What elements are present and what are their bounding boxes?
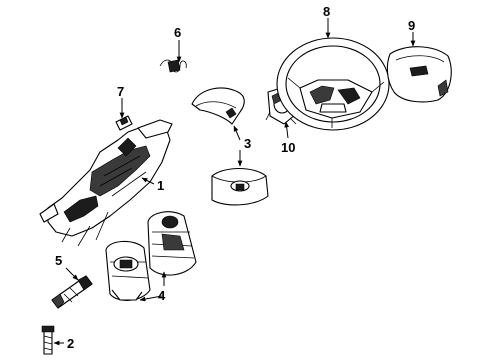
lower-column-shroud bbox=[211, 167, 269, 206]
callout-4: 4 bbox=[158, 288, 166, 303]
bolt bbox=[41, 325, 55, 355]
steering-column-assembly bbox=[39, 119, 173, 247]
callout-2: 2 bbox=[67, 336, 74, 351]
callout-7: 7 bbox=[117, 84, 124, 99]
upper-column-shroud bbox=[191, 87, 245, 125]
airbag-module bbox=[386, 46, 452, 103]
callout-6: 6 bbox=[174, 25, 181, 40]
callout-8: 8 bbox=[323, 4, 330, 19]
callout-5: 5 bbox=[55, 253, 62, 268]
leader-lines bbox=[53, 18, 416, 346]
callout-3: 3 bbox=[244, 136, 251, 151]
column-boot-lower bbox=[105, 240, 151, 301]
callout-10: 10 bbox=[281, 140, 295, 155]
steering-wheel bbox=[276, 37, 390, 131]
column-boot-upper bbox=[147, 211, 197, 276]
callout-9: 9 bbox=[408, 18, 415, 33]
intermediate-shaft bbox=[51, 275, 93, 309]
shaft-fitting bbox=[115, 115, 133, 131]
spring bbox=[159, 59, 187, 73]
callout-1: 1 bbox=[157, 178, 164, 193]
